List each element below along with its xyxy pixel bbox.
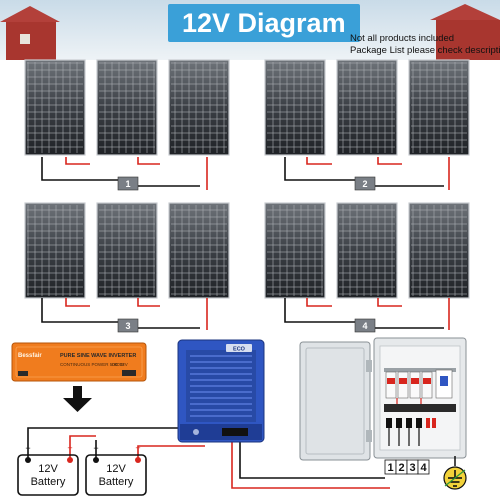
battery-2-label: 12V Battery [91, 463, 141, 489]
wire-controller-pos [231, 440, 390, 489]
note-line-1: Not all products included [350, 33, 455, 44]
connector-label-1: 1 [125, 179, 130, 189]
connector-label-2: 2 [362, 179, 367, 189]
wire-pos [65, 298, 90, 307]
battery-2: − + [85, 443, 147, 496]
page-title: 12V Diagram [168, 4, 360, 42]
solar-panel-cells [267, 205, 323, 296]
ground-icon [443, 456, 467, 490]
solar-panel-cells [99, 62, 155, 153]
solar-panel-cells [171, 205, 227, 296]
solar-panel-cells [411, 62, 467, 153]
wire-pos [137, 298, 160, 307]
wire-battery-neg [27, 427, 190, 460]
wire-neg [284, 298, 355, 323]
wire-neg [41, 298, 118, 323]
wire-battery-pos [69, 435, 96, 460]
connector-box-2: 2 [354, 176, 376, 191]
solar-panel-cells [27, 62, 83, 153]
wire-battery-pos [137, 445, 205, 460]
wire-neg [284, 157, 355, 181]
terminal-label-1: 1 [387, 462, 393, 474]
arrow-down-icon [63, 386, 92, 412]
terminal-label-2: 2 [398, 462, 404, 474]
inverter: Bessfair PURE SINE WAVE INVERTER CONTINU… [11, 342, 147, 382]
wire-pos [306, 157, 332, 165]
connector-label-4: 4 [362, 321, 367, 331]
wiring [27, 157, 450, 489]
wire-neg [41, 157, 118, 181]
battery-1-plus-sign: + [67, 443, 72, 453]
inverter-title: PURE SINE WAVE INVERTER [60, 353, 136, 359]
battery-1-label: 12V Battery [23, 463, 73, 489]
battery-1-voltage: 12V [38, 463, 58, 475]
solar-panel-cells [267, 62, 323, 153]
battery-1-name: Battery [30, 476, 66, 488]
battery-1-minus-sign: − [25, 443, 30, 453]
charge-controller: ECO [177, 339, 265, 443]
solar-panel-cells [171, 62, 227, 153]
solar-panel-cells [339, 205, 395, 296]
terminal-labels: 1 2 3 4 [384, 459, 430, 475]
battery-1: − + [17, 443, 79, 496]
wire-pos [65, 157, 90, 165]
battery-2-minus-sign: − [93, 443, 98, 453]
solar-panel-cells [339, 62, 395, 153]
wire-pos [377, 298, 402, 307]
inverter-rating: DC 12V [112, 362, 128, 367]
wire-pos [377, 157, 402, 165]
solar-panel-cells [99, 205, 155, 296]
inverter-subtitle: CONTINUOUS POWER 5000W [60, 362, 125, 367]
connector-box-3: 3 [117, 318, 139, 333]
wire-pos [137, 157, 160, 165]
wire-pos [306, 298, 332, 307]
wire-controller-neg [239, 440, 385, 479]
battery-2-name: Battery [98, 476, 134, 488]
connector-box-4: 4 [354, 318, 376, 333]
solar-panel-cells [27, 205, 83, 296]
battery-2-voltage: 12V [106, 463, 126, 475]
combiner-box: 1 2 3 4 [299, 337, 467, 475]
terminal-label-4: 4 [420, 462, 427, 474]
solar-panel-cells [411, 205, 467, 296]
connector-label-3: 3 [125, 321, 130, 331]
battery-2-plus-sign: + [135, 443, 140, 453]
note-line-2: Package List please check descriptions [350, 45, 500, 56]
terminal-label-3: 3 [409, 462, 415, 474]
solar-panel-array [24, 59, 470, 299]
connector-box-1: 1 [117, 176, 139, 191]
inverter-brand: Bessfair [18, 353, 42, 359]
controller-brand: ECO [233, 347, 246, 353]
